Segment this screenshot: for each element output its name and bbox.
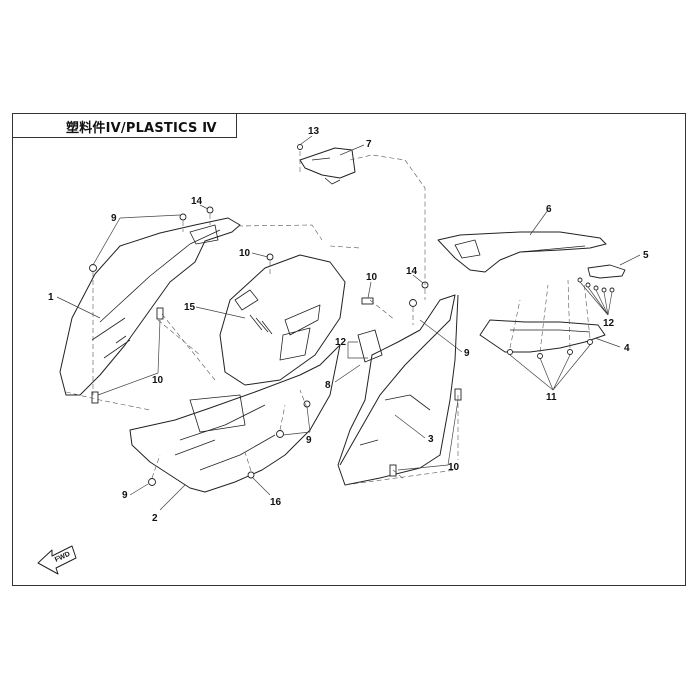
fastener-11-d xyxy=(587,339,593,345)
part-3-detail xyxy=(359,394,431,446)
part-1-inner-edge xyxy=(91,229,221,359)
fastener-12-c xyxy=(593,285,599,291)
callout-13: 13 xyxy=(308,126,320,137)
part-5-bracket xyxy=(587,264,626,279)
fastener-12-b xyxy=(585,282,591,288)
part-12-bracket xyxy=(357,329,383,363)
fastener-16 xyxy=(247,471,255,479)
leader-12b xyxy=(579,281,613,316)
leader-3 xyxy=(394,414,426,439)
leader-11 xyxy=(509,344,591,391)
fastener-9-left xyxy=(89,264,97,272)
callout-9b: 9 xyxy=(464,348,470,359)
fastener-11-b xyxy=(537,353,543,359)
callout-14b: 14 xyxy=(406,266,418,277)
clip-10-mid xyxy=(156,307,164,320)
fastener-11-c xyxy=(567,349,573,355)
fastener-11-a xyxy=(507,349,513,355)
fastener-9-right xyxy=(409,299,417,307)
callout-9a: 9 xyxy=(111,213,117,224)
callout-4: 4 xyxy=(624,343,630,354)
fastener-12-d xyxy=(601,287,607,293)
part-6-rear-fender xyxy=(437,231,607,273)
clip-10-left xyxy=(91,391,99,404)
leader-15 xyxy=(195,306,246,319)
diagram-title: 塑料件IV/PLASTICS Ⅳ xyxy=(66,121,217,136)
diagram-frame xyxy=(12,113,686,586)
leader-9a xyxy=(92,214,181,266)
part-2-bracket xyxy=(189,394,246,433)
callout-7: 7 xyxy=(366,139,372,150)
fastener-9-upper xyxy=(179,213,187,221)
leader-4 xyxy=(594,337,621,348)
callout-2: 2 xyxy=(152,513,158,524)
title-box xyxy=(12,113,237,138)
leader-1 xyxy=(56,296,101,319)
callout-11: 11 xyxy=(546,392,557,403)
leader-5 xyxy=(619,254,641,266)
callout-9c: 9 xyxy=(122,490,128,501)
fwd-arrow-outline xyxy=(37,545,77,575)
part-15-openings xyxy=(234,289,321,361)
part-7-top-bracket xyxy=(299,147,356,179)
leader-9d xyxy=(282,406,311,436)
part-15-center-base xyxy=(219,254,346,386)
leader-7 xyxy=(339,144,365,156)
part-4-inner xyxy=(510,329,591,333)
callout-10a: 10 xyxy=(239,248,251,259)
callout-1: 1 xyxy=(48,292,54,303)
callout-9d: 9 xyxy=(306,435,312,446)
leader-6 xyxy=(529,209,549,236)
dash-fastener-alignment xyxy=(92,151,591,481)
part-2-inner-features xyxy=(174,404,276,471)
callout-10d: 10 xyxy=(448,462,460,473)
part-1-left-side-panel xyxy=(59,217,241,396)
callout-3: 3 xyxy=(428,434,434,445)
part-4-lower-shield xyxy=(479,319,606,353)
leader-2 xyxy=(159,484,186,511)
leader-14a xyxy=(199,204,209,210)
leader-9b xyxy=(419,319,463,353)
leader-8 xyxy=(334,364,361,383)
callout-10b: 10 xyxy=(152,375,164,386)
leader-10b xyxy=(97,319,161,396)
leader-10c xyxy=(367,281,372,299)
dash-upper-outline xyxy=(237,154,426,285)
leader-9c xyxy=(129,483,149,496)
fastener-13 xyxy=(297,144,303,150)
leader-10a xyxy=(251,252,269,258)
callout-5: 5 xyxy=(643,250,649,261)
part-15-ribs xyxy=(249,314,273,335)
callout-14a: 14 xyxy=(191,196,203,207)
fastener-9-center xyxy=(276,430,284,438)
part-7-mounts xyxy=(311,157,341,185)
callout-16: 16 xyxy=(270,497,282,508)
part-3-right-side-panel xyxy=(337,294,459,486)
callout-15: 15 xyxy=(184,302,196,313)
callout-6: 6 xyxy=(546,204,552,215)
callout-12a: 12 xyxy=(335,337,347,348)
fastener-9-center-b xyxy=(303,400,311,408)
leader-10d xyxy=(397,399,459,471)
leader-12a xyxy=(347,341,368,359)
part-1-front-tab xyxy=(189,224,219,245)
dash-ground-outline xyxy=(65,391,456,486)
callout-10c: 10 xyxy=(366,272,378,283)
fastener-9-lower-left xyxy=(148,478,156,486)
part-6-inner xyxy=(454,239,586,259)
fastener-12-e xyxy=(609,287,615,293)
clip-10-right-lower xyxy=(389,464,397,477)
callout-8: 8 xyxy=(325,380,331,391)
leader-16 xyxy=(252,477,271,496)
fastener-14-left xyxy=(206,206,214,214)
leader-13 xyxy=(300,135,313,145)
clip-10-center xyxy=(361,297,374,305)
leader-14b xyxy=(412,274,424,284)
fastener-12-a xyxy=(577,277,583,283)
callout-12b: 12 xyxy=(603,318,615,329)
